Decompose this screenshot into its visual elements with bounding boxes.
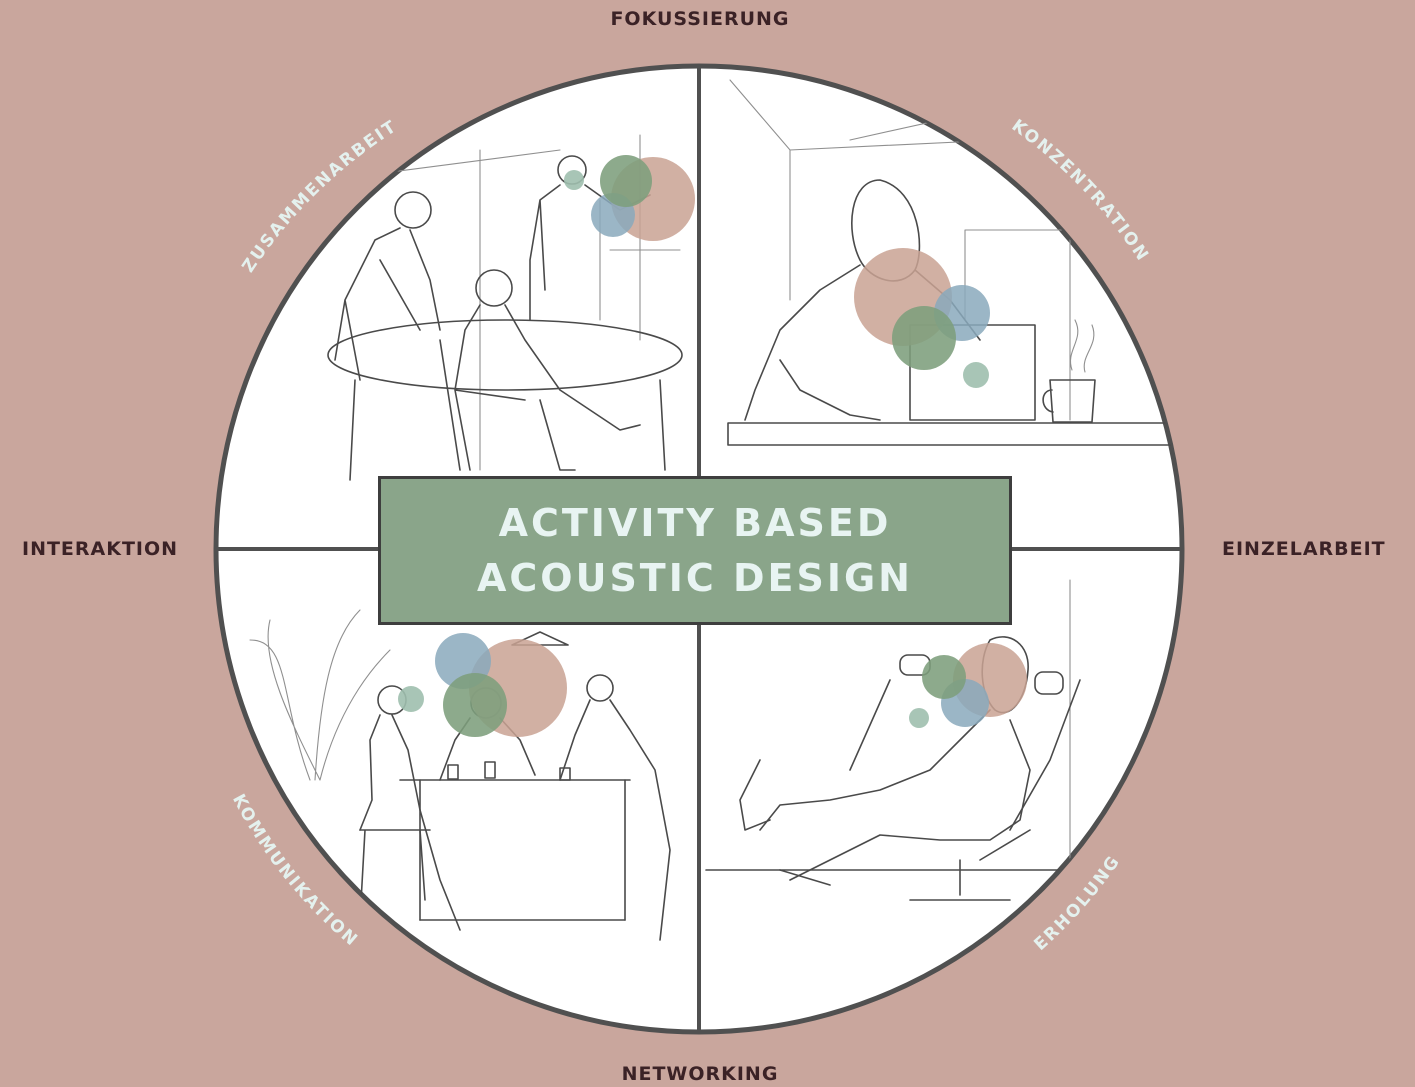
axis-label-right: EINZELARBEIT (1222, 538, 1386, 560)
bubbles-top-right (854, 248, 990, 388)
bubbles-bottom-left (398, 633, 567, 737)
axis-label-left: INTERAKTION (22, 538, 179, 560)
sketch-collaboration (327, 134, 683, 481)
bubbles-bottom-right (909, 643, 1027, 728)
axis-label-bottom: NETWORKING (621, 1063, 779, 1085)
center-title-line-2: ACOUSTIC DESIGN (476, 555, 913, 600)
bubbles-top-left (564, 155, 695, 241)
center-title-box: ACTIVITY BASED ACOUSTIC DESIGN (378, 476, 1012, 625)
center-title-line-1: ACTIVITY BASED (498, 500, 892, 545)
axis-label-top: FOKUSSIERUNG (610, 8, 790, 30)
